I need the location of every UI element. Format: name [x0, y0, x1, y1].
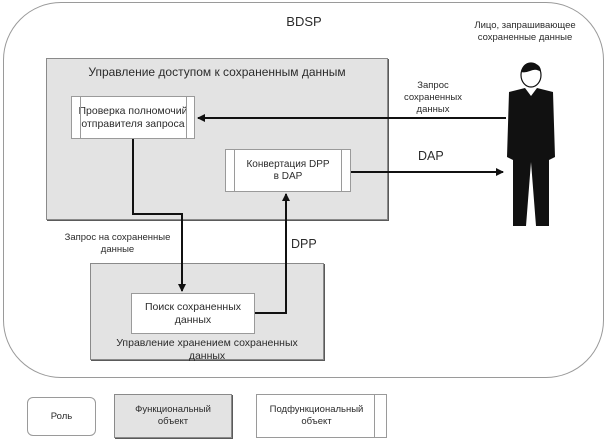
storage-request-line1: Запрос на сохраненные: [64, 232, 171, 243]
subfunc-right-bar: [341, 150, 342, 191]
storage-title-line1: Управление хранением сохраненных: [116, 337, 298, 349]
convert-dpp-dap-box[interactable]: Конвертация DPP в DAP: [225, 149, 351, 192]
legend-functional-object: Функциональный объект: [114, 394, 232, 438]
person-icon: [507, 62, 555, 226]
verify-box-line1: Проверка полномочий: [78, 104, 188, 117]
verify-box-line2: отправителя запроса: [81, 117, 185, 130]
legend-subfunctional-object: Подфункциональный объект: [256, 394, 387, 438]
actor-label-line2: сохраненные данные: [477, 32, 573, 43]
arrow-verify-to-search: [132, 139, 186, 292]
legend-role-label: Роль: [50, 410, 73, 422]
request-label-line3: данных: [416, 104, 450, 115]
convert-box-line2: в DAP: [273, 170, 303, 182]
subfunc-left-bar: [80, 97, 81, 138]
legend-functional-line1: Функциональный: [135, 404, 211, 415]
access-control-functional-object[interactable]: [46, 58, 388, 220]
request-label-line1: Запрос: [417, 80, 449, 91]
system-title: BDSP: [286, 14, 322, 29]
actor-label-line1: Лицо, запрашивающее: [474, 20, 576, 31]
search-box-line1: Поиск сохраненных: [144, 300, 242, 313]
arrow-dpp-to-convert: [255, 193, 290, 314]
convert-box-line1: Конвертация DPP: [246, 158, 330, 170]
subfunc-left-bar: [234, 150, 235, 191]
dpp-flow-label: DPP: [291, 237, 317, 251]
storage-title-line2: данных: [188, 350, 226, 362]
storage-control-title: Управление хранением сохраненных данных: [90, 337, 324, 363]
legend-functional-line2: объект: [157, 416, 189, 427]
legend-role: Роль: [27, 397, 96, 436]
request-from-actor-label: Запрос сохраненных данных: [388, 80, 478, 116]
search-stored-data-box[interactable]: Поиск сохраненных данных: [131, 293, 255, 334]
actor-label: Лицо, запрашивающее сохраненные данные: [460, 20, 590, 44]
request-to-storage-label: Запрос на сохраненные данные: [55, 232, 180, 256]
search-box-line2: данных: [174, 313, 212, 326]
request-label-line2: сохраненных: [404, 92, 462, 103]
verify-authority-box[interactable]: Проверка полномочий отправителя запроса: [71, 96, 195, 139]
storage-request-line2: данные: [100, 244, 135, 255]
legend-subfunctional-line1: Подфункциональный: [269, 404, 364, 415]
access-control-title: Управление доступом к сохраненным данным: [88, 65, 346, 79]
subfunc-right-bar: [186, 97, 187, 138]
subfunc-right-bar: [374, 395, 375, 437]
dap-flow-label: DAP: [418, 149, 444, 163]
legend-subfunctional-line2: объект: [301, 416, 332, 427]
